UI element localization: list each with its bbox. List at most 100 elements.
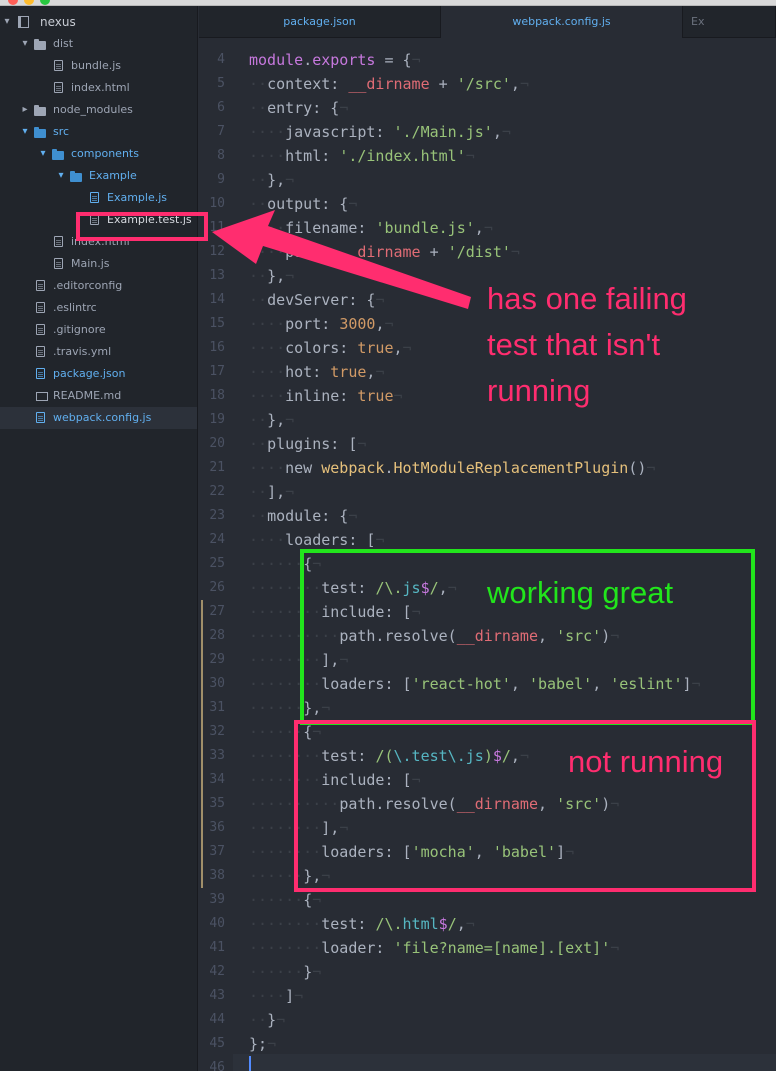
code-line: };¬ xyxy=(249,1035,277,1053)
code-line: ········loaders: ['mocha', 'babel']¬ xyxy=(249,843,575,861)
line-number: 19 xyxy=(209,412,225,427)
tree-item-package-json[interactable]: package.json xyxy=(0,363,197,385)
tree-item-eslintrc[interactable]: .eslintrc xyxy=(0,297,197,319)
code-line: ········],¬ xyxy=(249,819,349,837)
file-icon xyxy=(90,214,99,225)
code-line: ····html: './index.html'¬ xyxy=(249,147,475,165)
tree-item-components[interactable]: ▾components xyxy=(0,143,197,165)
code-line: ····filename: 'bundle.js',¬ xyxy=(249,219,493,237)
tree-item-index-html[interactable]: index.html xyxy=(0,231,197,253)
file-icon xyxy=(36,368,45,379)
tree-item-example-test-js[interactable]: Example.test.js xyxy=(0,209,197,231)
tree-item-label: index.html xyxy=(71,81,130,94)
git-modified-marker xyxy=(201,792,203,816)
line-number: 15 xyxy=(209,316,225,331)
tree-item-dist[interactable]: ▾dist xyxy=(0,33,197,55)
tree-item-src[interactable]: ▾src xyxy=(0,121,197,143)
code-line: ··],¬ xyxy=(249,483,295,501)
tree-item-gitignore[interactable]: .gitignore xyxy=(0,319,197,341)
code-line: ····path: __dirname + '/dist'¬ xyxy=(249,243,520,261)
file-icon xyxy=(54,236,63,247)
line-number: 25 xyxy=(209,556,225,571)
code-line: ····javascript: './Main.js',¬ xyxy=(249,123,511,141)
line-number: 42 xyxy=(209,964,225,979)
code-line: ··plugins: [¬ xyxy=(249,435,367,453)
zoom-window-button[interactable] xyxy=(40,0,50,5)
failing-test-note: has one failing test that isn't running xyxy=(487,281,687,408)
code-line: ······{¬ xyxy=(249,723,322,741)
line-number: 11 xyxy=(209,220,225,235)
tree-item-node-modules[interactable]: ▸node_modules xyxy=(0,99,197,121)
folder-icon xyxy=(52,149,64,160)
file-icon xyxy=(54,258,63,269)
line-number: 36 xyxy=(209,820,225,835)
git-modified-marker xyxy=(201,720,203,744)
tree-item-label: Example xyxy=(89,169,137,182)
folder-icon xyxy=(34,39,46,50)
code-line: ········test: /\.js$/,¬ xyxy=(249,579,457,597)
code-line: ····hot: true,¬ xyxy=(249,363,385,381)
tree-item-webpack-config-js[interactable]: webpack.config.js xyxy=(0,407,197,429)
code-line: ····inline: true¬ xyxy=(249,387,403,405)
minimize-window-button[interactable] xyxy=(24,0,34,5)
code-line: ····]¬ xyxy=(249,987,304,1005)
tree-item-label: bundle.js xyxy=(71,59,122,72)
line-number: 24 xyxy=(209,532,225,547)
line-number: 8 xyxy=(217,148,225,163)
tab-webpack-config-js[interactable]: webpack.config.js xyxy=(441,6,683,39)
folder-icon xyxy=(70,171,82,182)
tree-item-label: webpack.config.js xyxy=(53,411,152,424)
git-modified-marker xyxy=(201,672,203,696)
line-number: 32 xyxy=(209,724,225,739)
git-modified-marker xyxy=(201,600,203,624)
line-number: 17 xyxy=(209,364,225,379)
line-number: 35 xyxy=(209,796,225,811)
tree-item-index-html[interactable]: index.html xyxy=(0,77,197,99)
tree-item-bundle-js[interactable]: bundle.js xyxy=(0,55,197,77)
chevron-down-icon: ▾ xyxy=(22,126,28,137)
code-line: ··},¬ xyxy=(249,267,295,285)
file-icon xyxy=(90,192,99,203)
line-number: 39 xyxy=(209,892,225,907)
project-root[interactable]: ▾ nexus xyxy=(0,11,197,33)
code-line: ····port: 3000,¬ xyxy=(249,315,394,333)
tree-item-label: .gitignore xyxy=(53,323,106,336)
tree-item-example-js[interactable]: Example.js xyxy=(0,187,197,209)
tree-item-label: index.html xyxy=(71,235,130,248)
close-window-button[interactable] xyxy=(8,0,18,5)
code-line: module.exports = {¬ xyxy=(249,51,421,69)
tree-item-readme-md[interactable]: README.md xyxy=(0,385,197,407)
tab-ex[interactable]: Ex xyxy=(683,6,776,38)
code-line: ······},¬ xyxy=(249,867,331,885)
line-number: 31 xyxy=(209,700,225,715)
tab-package-json[interactable]: package.json xyxy=(199,6,441,38)
code-line: ······}¬ xyxy=(249,963,322,981)
line-number: 16 xyxy=(209,340,225,355)
code-line: ······},¬ xyxy=(249,699,331,717)
line-number: 34 xyxy=(209,772,225,787)
git-modified-marker xyxy=(201,648,203,672)
tree-item-travis-yml[interactable]: .travis.yml xyxy=(0,341,197,363)
tree-item-label: node_modules xyxy=(53,103,133,116)
code-line: ··},¬ xyxy=(249,171,295,189)
git-modified-marker xyxy=(201,816,203,840)
line-number: 46 xyxy=(209,1060,225,1071)
tree-item-example[interactable]: ▾Example xyxy=(0,165,197,187)
code-line: ········include: [¬ xyxy=(249,771,421,789)
line-number: 41 xyxy=(209,940,225,955)
line-number: 40 xyxy=(209,916,225,931)
text-cursor xyxy=(249,1056,251,1071)
code-line: ··},¬ xyxy=(249,411,295,429)
tree-view: ▾ nexus ▾dist bundle.js index.html ▸node_mo… xyxy=(0,6,198,1071)
line-number: 22 xyxy=(209,484,225,499)
tree-item-editorconfig[interactable]: .editorconfig xyxy=(0,275,197,297)
tree-item-main-js[interactable]: Main.js xyxy=(0,253,197,275)
code-line: ······{¬ xyxy=(249,891,322,909)
line-number: 23 xyxy=(209,508,225,523)
git-modified-marker xyxy=(201,624,203,648)
line-number: 7 xyxy=(217,124,225,139)
file-icon xyxy=(36,412,45,423)
line-number: 9 xyxy=(217,172,225,187)
